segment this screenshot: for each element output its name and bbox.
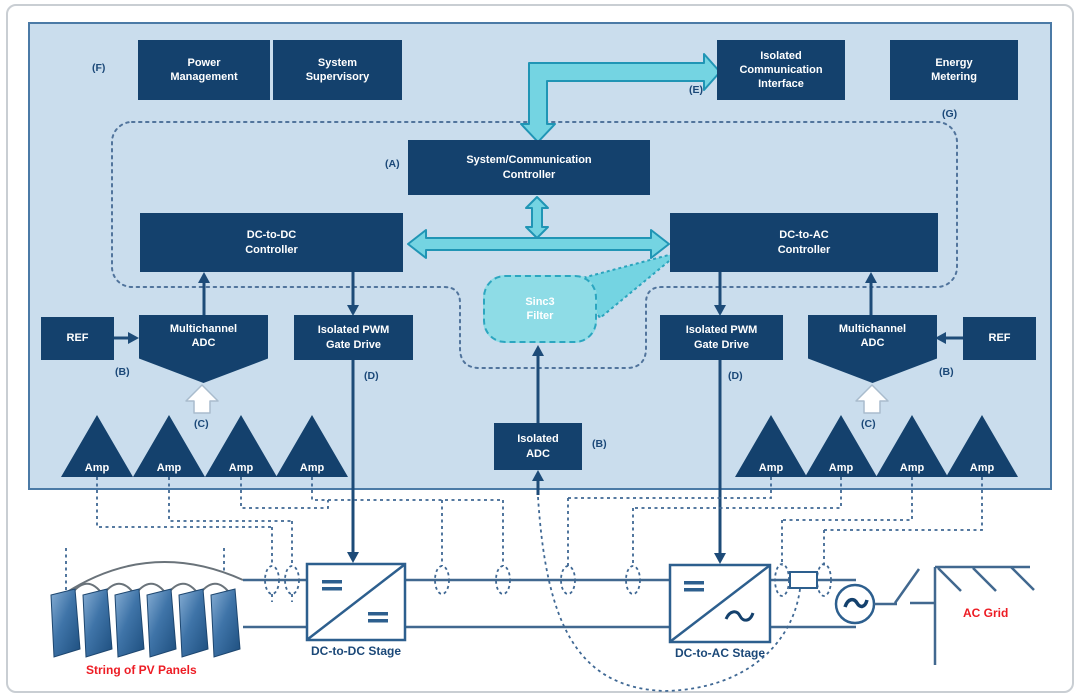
dcdc-stage-label: DC-to-DC Stage (311, 644, 401, 658)
up-block-arrow-left (185, 384, 219, 414)
tag-b-center: (B) (592, 438, 607, 450)
tag-c-right: (C) (861, 418, 876, 430)
power-management-box: Power Management (138, 40, 270, 100)
ac-grid-label: AC Grid (963, 606, 1009, 620)
shunt-resistor (789, 571, 818, 589)
tag-b-right: (B) (939, 366, 954, 378)
dcdc-controller-box: DC-to-DC Controller (140, 213, 403, 272)
sinc3-callout-tail (573, 251, 681, 320)
dc-symbol (684, 581, 704, 592)
isolated-adc-sense-arc (537, 496, 801, 692)
dotted-group-boundary (111, 121, 958, 369)
tag-d-right: (D) (728, 370, 743, 382)
dcac-stage-symbol (668, 563, 772, 644)
vertical-double-arrow (525, 196, 549, 239)
comm-arrows (407, 53, 721, 259)
isolated-pwm-gate-drive-left: Isolated PWM Gate Drive (294, 315, 413, 360)
ac-symbol (724, 610, 755, 622)
ac-source (834, 583, 876, 625)
isolated-adc-box: Isolated ADC (494, 423, 582, 470)
dcac-stage-label: DC-to-AC Stage (675, 646, 765, 660)
figure-border (6, 4, 1074, 693)
dcac-controller-box: DC-to-AC Controller (670, 213, 938, 272)
ref-box-right: REF (963, 317, 1036, 360)
tag-b-left: (B) (115, 366, 130, 378)
pv-string-wiring (63, 561, 244, 597)
tag-f: (F) (92, 62, 106, 74)
tag-e: (E) (689, 84, 703, 96)
isolated-comm-interface-box: Isolated Communication Interface (717, 40, 845, 100)
tag-c-left: (C) (194, 418, 209, 430)
ref-box-left: REF (41, 317, 114, 360)
sense-network (65, 477, 983, 692)
dcdc-stage-symbol (305, 562, 407, 642)
pv-panels (50, 588, 241, 658)
tag-a: (A) (385, 158, 400, 170)
horizontal-double-arrow (407, 229, 670, 259)
tag-d-left: (D) (364, 370, 379, 382)
elbow-arrow-to-comm-interface (520, 53, 721, 143)
block-arrows (185, 384, 889, 414)
ac-source-wave (843, 597, 869, 609)
signal-connectors (114, 272, 963, 564)
pv-string-long-arc (63, 561, 244, 595)
system-comm-controller-box: System/Communication Controller (408, 140, 650, 195)
isolated-pwm-gate-drive-right: Isolated PWM Gate Drive (660, 315, 783, 360)
up-block-arrow-right (855, 384, 889, 414)
grid-symbol (874, 565, 1035, 665)
system-supervisory-box: System Supervisory (273, 40, 402, 100)
energy-metering-box: Energy Metering (890, 40, 1018, 100)
dc-symbol (322, 580, 388, 623)
sinc3-filter-bubble: Sinc3 Filter (483, 275, 597, 343)
pv-string-label: String of PV Panels (86, 663, 197, 677)
power-circuit (50, 561, 1035, 665)
tag-g: (G) (942, 108, 958, 120)
